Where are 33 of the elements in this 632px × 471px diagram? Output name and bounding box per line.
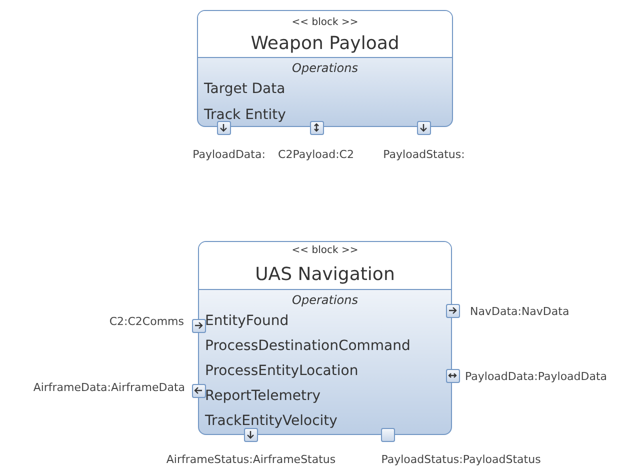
- port-label: AirframeData:AirframeData: [33, 381, 185, 395]
- compartment-heading: Operations: [292, 293, 358, 307]
- port-label: PayloadData:PayloadData: [465, 370, 608, 384]
- port-box: [192, 319, 206, 333]
- port-box: [381, 428, 395, 442]
- operation-text: ProcessDestinationCommand: [205, 338, 410, 354]
- port-box: [217, 121, 231, 135]
- port-label: AirframeStatus:AirframeStatus: [166, 453, 336, 467]
- port-label: PayloadStatus:PayloadStatus: [381, 453, 541, 467]
- stereotype-label: << block >>: [292, 245, 358, 256]
- port-label: PayloadData:: [192, 148, 266, 162]
- operation-text: Track Entity: [204, 107, 286, 123]
- port-box: [244, 428, 258, 442]
- operation-text: ProcessEntityLocation: [205, 363, 358, 379]
- port-box: [446, 369, 460, 383]
- port-label: PayloadStatus:: [383, 148, 465, 162]
- block-title: Weapon Payload: [250, 33, 400, 54]
- operation-text: ReportTelemetry: [205, 388, 320, 404]
- operation-text: TrackEntityVelocity: [205, 413, 338, 429]
- port-box: [446, 304, 460, 318]
- operation-text: EntityFound: [205, 313, 289, 329]
- port-box: [417, 121, 431, 135]
- block-box: [198, 241, 452, 435]
- stereotype-label: << block >>: [292, 17, 358, 28]
- compartment-heading: Operations: [292, 61, 358, 75]
- port-box: [310, 121, 324, 135]
- block-box: [197, 10, 453, 127]
- port-label: NavData:NavData: [470, 305, 570, 319]
- port-box: [192, 384, 206, 398]
- port-label: C2:C2Comms: [109, 315, 184, 329]
- block-title: UAS Navigation: [255, 264, 395, 285]
- operation-text: Target Data: [204, 81, 286, 97]
- port-label: C2Payload:C2: [278, 148, 354, 162]
